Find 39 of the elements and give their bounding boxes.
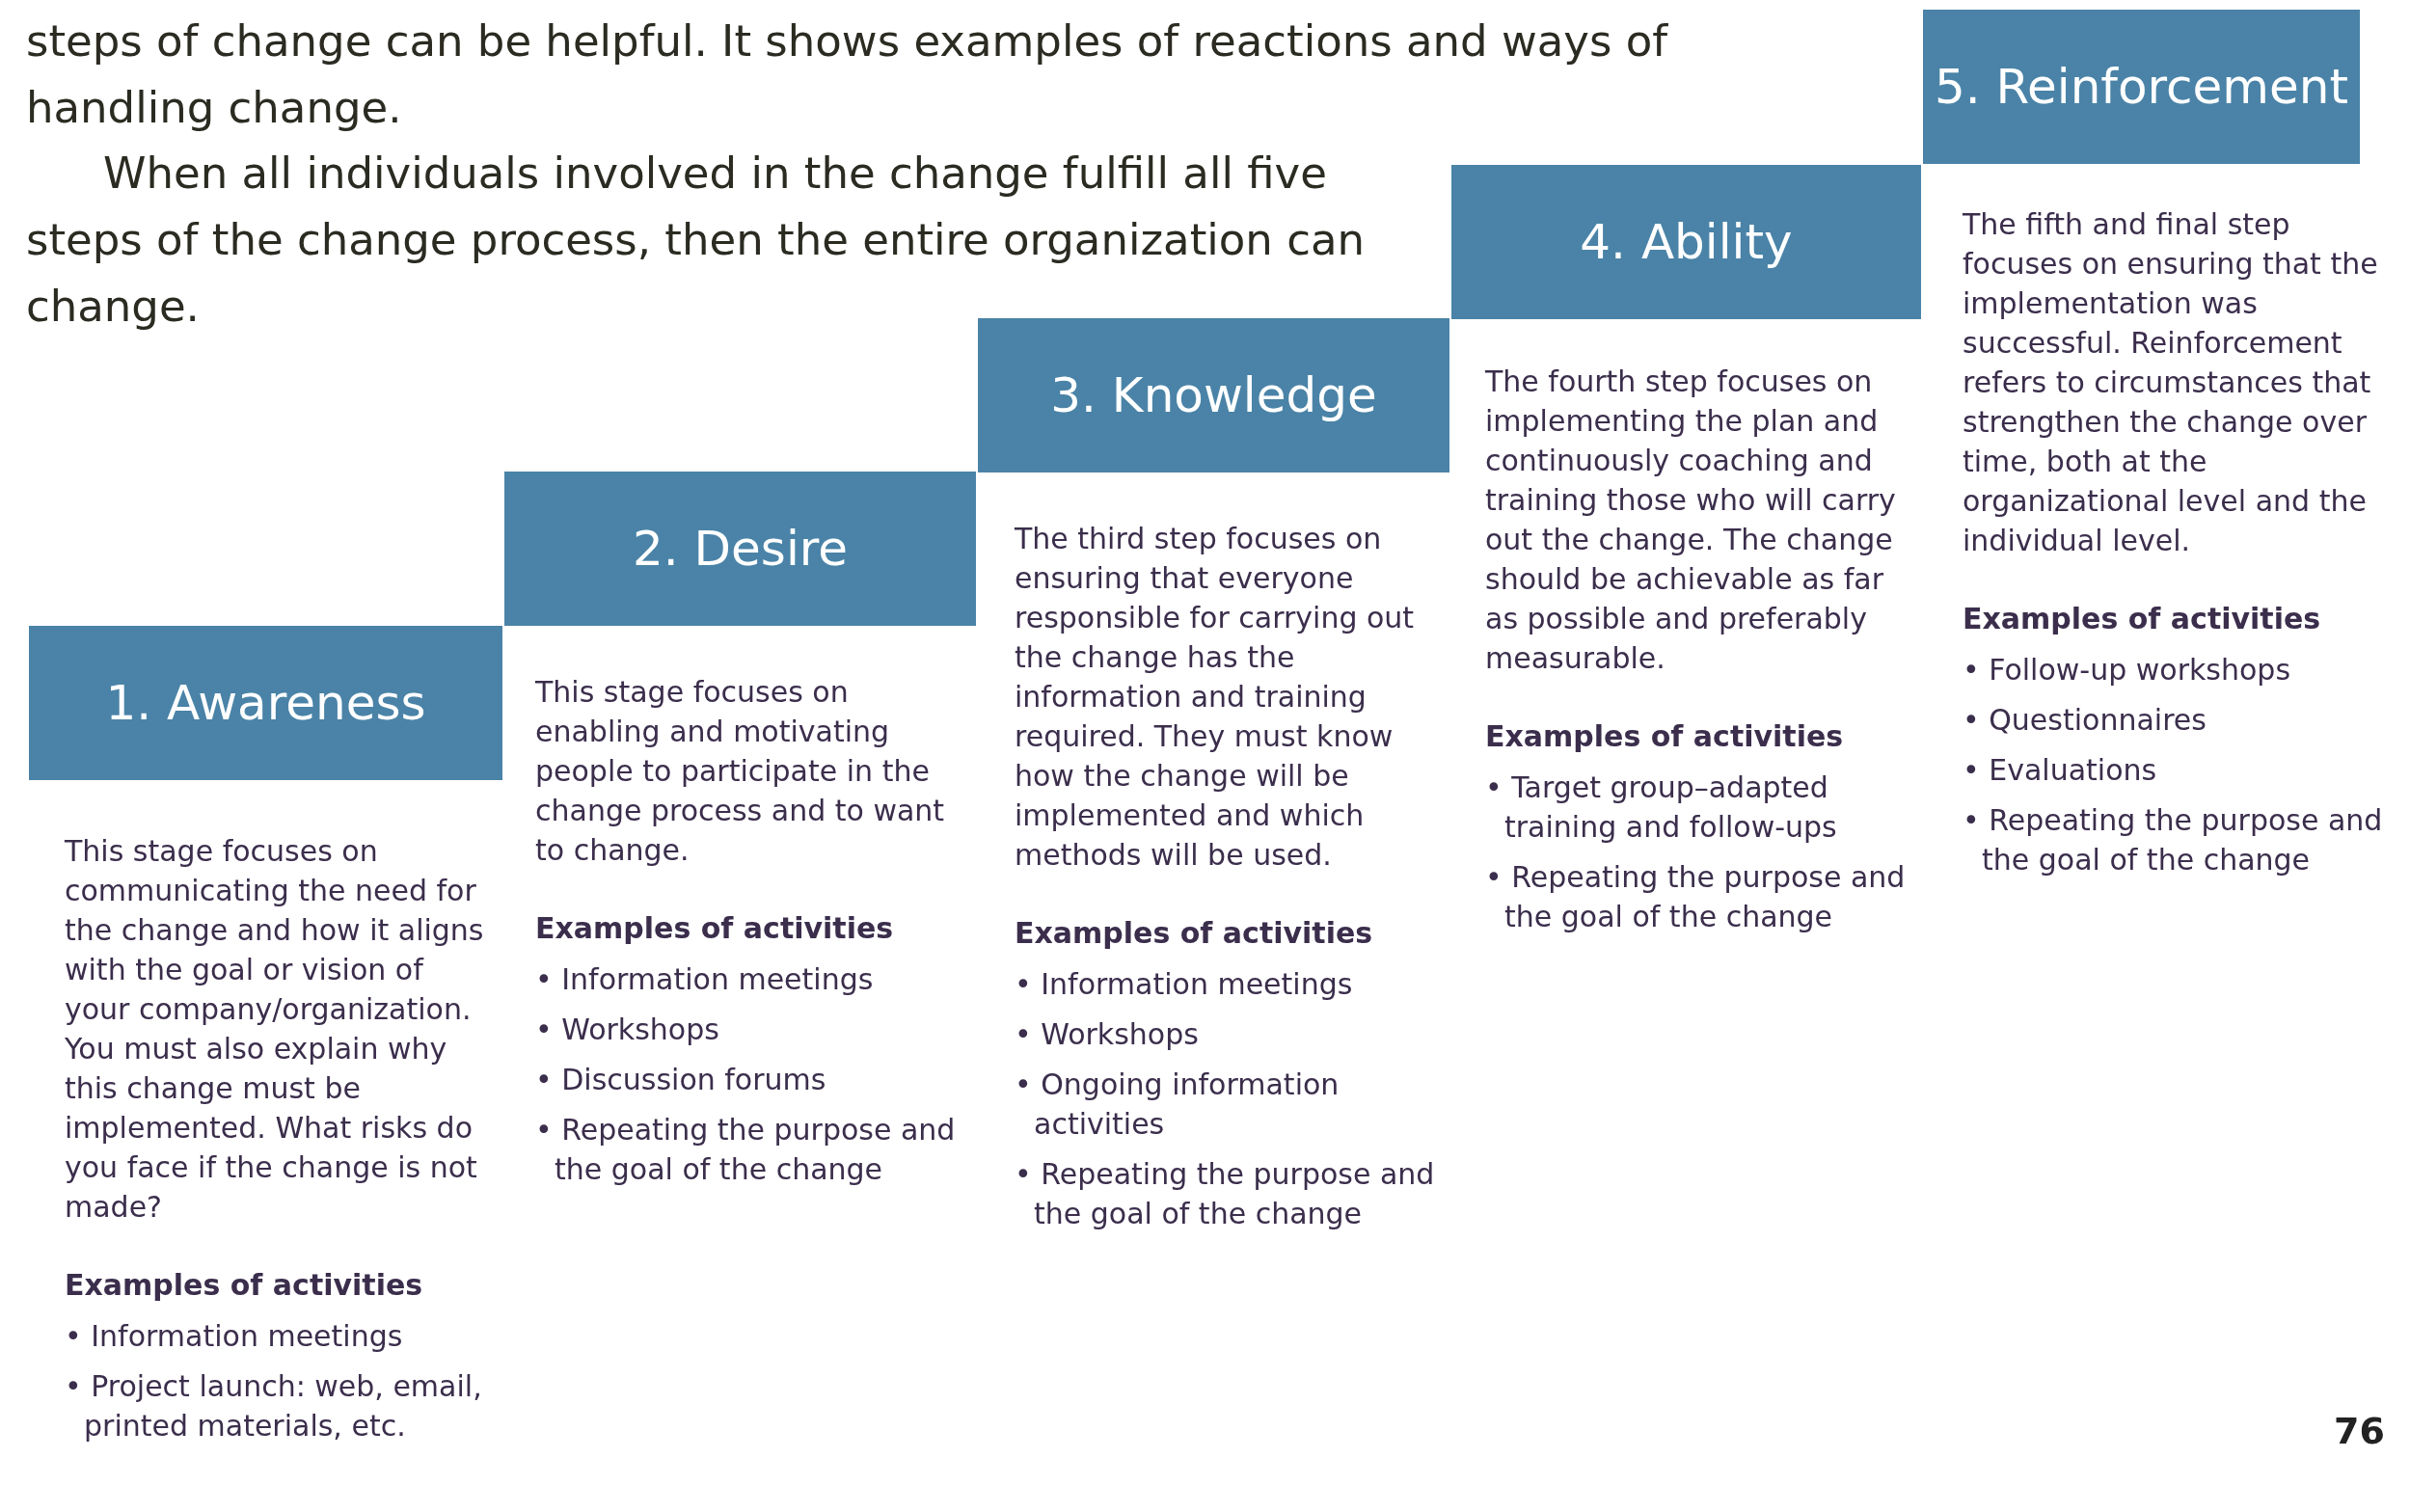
step-box bbox=[978, 318, 1449, 472]
step-title: 2. Desire bbox=[633, 521, 848, 577]
step-box bbox=[29, 626, 502, 780]
list-item: • Evaluations bbox=[1963, 752, 2158, 789]
step-title: 1. Awareness bbox=[105, 675, 426, 731]
list-item: • Questionnaires bbox=[1963, 702, 2207, 739]
list-item: • Target group–adapted training and follow-ups bbox=[1485, 770, 1838, 846]
list-item: • Discussion forums bbox=[535, 1062, 827, 1098]
body-text: The fourth step focuses on implementing the plan and continuously coaching and training those who will carry out the change. The change should be achievable as far as possible and preferably measurable. bbox=[1485, 364, 1897, 677]
step-title: 3. Knowledge bbox=[1050, 367, 1377, 423]
body-text: This stage focuses on communicating the need for the change and how it aligns with the goal or vision of your company/organization. You must also explain why this change must be implemented. What risks do you face if the change is not made? bbox=[65, 833, 485, 1226]
list-item: • Repeating the purpose and the goal of the change bbox=[535, 1112, 957, 1188]
list-item: • Repeating the purpose and the goal of the change bbox=[1015, 1156, 1436, 1232]
step-box bbox=[1451, 165, 1921, 319]
body-text: steps of change can be helpful. It shows examples of reactions and ways of handling change. bbox=[26, 14, 1669, 135]
list-item: • Workshops bbox=[1015, 1016, 1200, 1053]
page-number: 76 bbox=[2334, 1410, 2385, 1452]
list-item: • Repeating the purpose and the goal of the change bbox=[1963, 802, 2384, 878]
step-title: 4. Ability bbox=[1580, 214, 1793, 270]
list-item: • Information meetings bbox=[1015, 966, 1354, 1003]
body-text: When all individuals involved in the change fulfill all five steps of the change process, then the entire organization can change. bbox=[26, 147, 1366, 334]
list-item: • Project launch: web, email, printed materials, etc. bbox=[65, 1368, 483, 1444]
list-item: • Ongoing information activities bbox=[1015, 1066, 1340, 1143]
body-text: This stage focuses on enabling and motivating people to participate in the change process and to want to change. bbox=[535, 674, 946, 869]
step-box bbox=[504, 472, 976, 626]
body-text: The fifth and final step focuses on ensuring that the implementation was successful. Reinforcement refers to circumstances that strengthen the change over time, both at the organizational level and the individual level. bbox=[1963, 206, 2379, 559]
body-text: The third step focuses on ensuring that everyone responsible for carrying out the change has the information and training required. They must know how the change will be implemented and which methods will be used. bbox=[1015, 521, 1416, 874]
list-item: • Repeating the purpose and the goal of the change bbox=[1485, 859, 1907, 935]
section-heading: Examples of activities bbox=[1015, 915, 1374, 952]
section-heading: Examples of activities bbox=[535, 910, 895, 947]
list-item: • Information meetings bbox=[535, 961, 875, 998]
step-box bbox=[1923, 10, 2360, 164]
list-item: • Workshops bbox=[535, 1012, 720, 1048]
section-heading: Examples of activities bbox=[65, 1267, 424, 1304]
section-heading: Examples of activities bbox=[1485, 718, 1845, 755]
list-item: • Follow-up workshops bbox=[1963, 652, 2292, 688]
list-item: • Information meetings bbox=[65, 1318, 404, 1355]
step-title: 5. Reinforcement bbox=[1934, 59, 2349, 115]
section-heading: Examples of activities bbox=[1963, 601, 2322, 637]
